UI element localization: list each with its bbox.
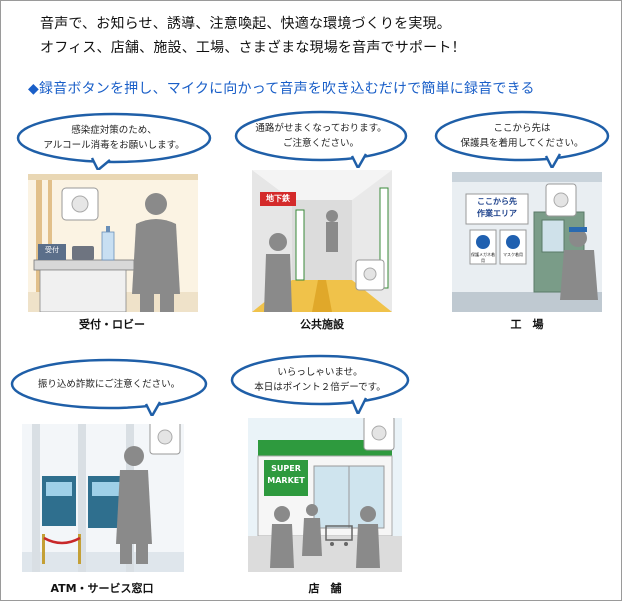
bubble-reception-line-1: 感染症対策のため、 [71, 125, 157, 136]
store-sign-line-1: SUPER [271, 464, 301, 473]
atm-illustration [22, 424, 184, 572]
bubble-store-line-1: いらっしゃいませ。 [277, 367, 363, 378]
public-illustration [252, 170, 392, 312]
bubble-atm: 振り込め詐欺にご注意ください。 [8, 358, 210, 416]
caption-atm: ATM・サービス窓口 [50, 582, 154, 595]
bubble-factory-line-1: ここから先は [493, 123, 551, 134]
intro-line-1: 音声で、お知らせ、誘導、注意喚起、快適な環境づくりを実現。 [40, 16, 451, 32]
bubble-public-line-1: 通路がせまくなっております。 [255, 123, 387, 134]
bubble-store: いらっしゃいませ。 本日はポイント２倍デーです。 [228, 354, 412, 414]
feature-text: 録音ボタンを押し、マイクに向かって音声を吹き込むだけで簡単に録音できる [38, 81, 535, 97]
scene-reception: 受付 [28, 174, 198, 312]
factory-sign-line-1: ここから先 [477, 197, 517, 206]
intro-text: 音声で、お知らせ、誘導、注意喚起、快適な環境づくりを実現。 オフィス、店舗、施設… [40, 12, 466, 60]
scene-factory: ここから先 作業エリア 保護メガネ着用 マスク着用 [452, 172, 602, 312]
store-sign-line-2: MARKET [267, 476, 305, 485]
factory-poster-2: マスク着用 [503, 252, 523, 257]
caption-public: 公共施設 [300, 318, 344, 331]
scene-atm [22, 424, 184, 572]
store-illustration [248, 418, 402, 572]
reception-illustration [28, 174, 198, 312]
reception-counter-sign: 受付 [45, 246, 59, 254]
bubble-atm-line-1: 振り込め詐欺にご注意ください。 [37, 379, 181, 390]
scene-public: 地下鉄 [252, 170, 392, 312]
factory-illustration [452, 172, 602, 312]
bubble-factory-line-2: 保護具を着用してください。 [460, 138, 584, 149]
bubble-factory: ここから先は 保護具を着用してください。 [432, 110, 612, 168]
scene-store: SUPER MARKET [248, 418, 402, 572]
caption-store: 店 舗 [308, 582, 342, 595]
caption-factory: 工 場 [510, 318, 544, 331]
caption-reception: 受付・ロビー [79, 318, 145, 331]
bubble-public: 通路がせまくなっております。 ご注意ください。 [232, 110, 410, 168]
bubble-public-line-2: ご注意ください。 [282, 138, 359, 149]
factory-poster-1: 保護メガネ着用 [471, 252, 495, 263]
feature-line: ◆録音ボタンを押し、マイクに向かって音声を吹き込むだけで簡単に録音できる [28, 78, 535, 98]
public-sign: 地下鉄 [266, 194, 290, 203]
bubble-reception-line-2: アルコール消毒をお願いします。 [43, 140, 185, 151]
bubble-reception: 感染症対策のため、 アルコール消毒をお願いします。 [14, 112, 214, 170]
factory-sign-line-2: 作業エリア [477, 209, 517, 218]
bubble-store-line-2: 本日はポイント２倍デーです。 [254, 382, 386, 393]
intro-line-2: オフィス、店舗、施設、工場、さまざまな現場を音声でサポート！ [40, 40, 466, 56]
feature-bullet: ◆ [28, 81, 39, 97]
